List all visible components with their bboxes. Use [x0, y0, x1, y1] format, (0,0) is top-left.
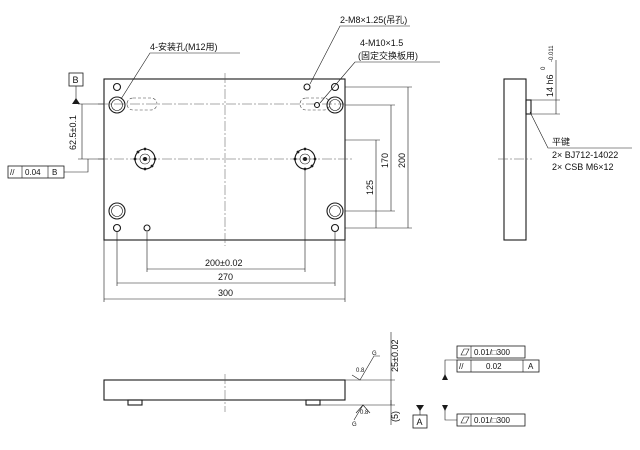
- receiver-right: [293, 147, 317, 171]
- key-label: 平键: [552, 136, 570, 147]
- key-slot-right: [299, 97, 331, 111]
- foot-height-text: (5): [390, 411, 400, 422]
- lifting-hole-callout: 2-M8×1.25(吊孔): [340, 15, 407, 25]
- roughness-symbol-bottom: [320, 404, 395, 421]
- roughness-symbol-top: [345, 355, 395, 381]
- datum-a-letter: A: [417, 417, 423, 427]
- fixing-hole-3: [112, 223, 122, 233]
- parallel-front-datum: A: [528, 362, 534, 371]
- dim-125-text: 125: [365, 180, 375, 195]
- datum-b-triangle: [72, 98, 80, 104]
- mounting-hole-leader: [120, 52, 240, 100]
- side-view: 14 h6 0 -0.011 平键 2× BJ712-14022 2× CSB …: [498, 45, 632, 241]
- key-tol-lower: -0.011: [549, 45, 555, 62]
- flatness-frame-top: [456, 345, 526, 359]
- flatness-bottom-value: 0.01/□300: [474, 416, 511, 425]
- key-tol-upper: 0: [541, 66, 547, 70]
- parallel-frame-value: 0.04: [25, 168, 41, 177]
- offset-dim-text: 62.5±0.1: [68, 115, 78, 150]
- mounting-hole-top-right: [326, 96, 344, 114]
- small-hole: [313, 101, 321, 109]
- parallel-frame-symbol: //: [10, 168, 15, 177]
- flatness-icon: [460, 348, 470, 356]
- flatness-top-value: 0.01/□300: [474, 348, 511, 357]
- key-spec: 2× BJ712-14022: [552, 150, 618, 160]
- thickness-text: 25±0.02: [390, 340, 400, 372]
- parallel-frame-leader: [64, 159, 89, 173]
- front-foot-left: [127, 399, 143, 406]
- mounting-hole-callout: 4-安装孔(M12用): [150, 41, 218, 52]
- mounting-hole-bottom-left: [108, 202, 126, 220]
- dim-170-text: 170: [380, 153, 390, 168]
- key-slot-left: [126, 97, 158, 111]
- front-view: 0.8 G 0.8 G 25±0.02 (5) 0.01/□300 // 0.0…: [103, 332, 540, 429]
- dim-200v-text: 200: [397, 153, 407, 168]
- parallel-front-value: 0.02: [486, 362, 502, 371]
- mounting-hole-top-left: [108, 96, 126, 114]
- roughness-bottom-grade: G: [352, 422, 357, 428]
- key-depth-text: 14 h6: [545, 74, 555, 97]
- fixing-hole-1: [112, 82, 122, 92]
- lifting-hole-2: [303, 83, 311, 91]
- frame-top-leader: [444, 359, 457, 380]
- roughness-top-grade: G: [372, 351, 377, 357]
- side-key: [525, 99, 532, 115]
- plate-outline: [103, 78, 346, 241]
- roughness-top-value: 0.8: [356, 368, 365, 374]
- dim-200-text: 200±0.02: [205, 258, 242, 268]
- dim-300-text: 300: [218, 288, 233, 298]
- front-plate-outline: [103, 379, 346, 401]
- parallel-front-symbol: //: [459, 362, 464, 371]
- mounting-hole-bottom-right: [326, 202, 344, 220]
- fixing-hole-2: [330, 82, 340, 92]
- top-view: 4-安装孔(M12用) 2-M8×1.25(吊孔) 4-M10×1.5 (固定交…: [7, 15, 440, 302]
- parallel-frame-datum: B: [52, 168, 57, 177]
- fixing-hole-4: [330, 223, 340, 233]
- screw-spec: 2× CSB M6×12: [552, 162, 614, 172]
- fixing-hole-leader: [319, 61, 440, 104]
- side-plate-outline: [503, 78, 527, 241]
- fixing-hole-callout-1: 4-M10×1.5: [360, 38, 403, 48]
- front-foot-right: [305, 399, 321, 406]
- datum-a-triangle: [416, 405, 424, 411]
- roughness-bottom-value: 0.8: [360, 410, 369, 416]
- datum-b-letter: B: [73, 75, 79, 85]
- lifting-hole-1: [143, 224, 151, 232]
- lifting-hole-leader: [309, 25, 410, 85]
- fixing-hole-callout-2: (固定交换板用): [358, 50, 418, 61]
- parallel-frame-front: [456, 359, 540, 373]
- dim-270-text: 270: [218, 272, 233, 282]
- receiver-left: [133, 147, 157, 171]
- key-leader: [529, 111, 632, 149]
